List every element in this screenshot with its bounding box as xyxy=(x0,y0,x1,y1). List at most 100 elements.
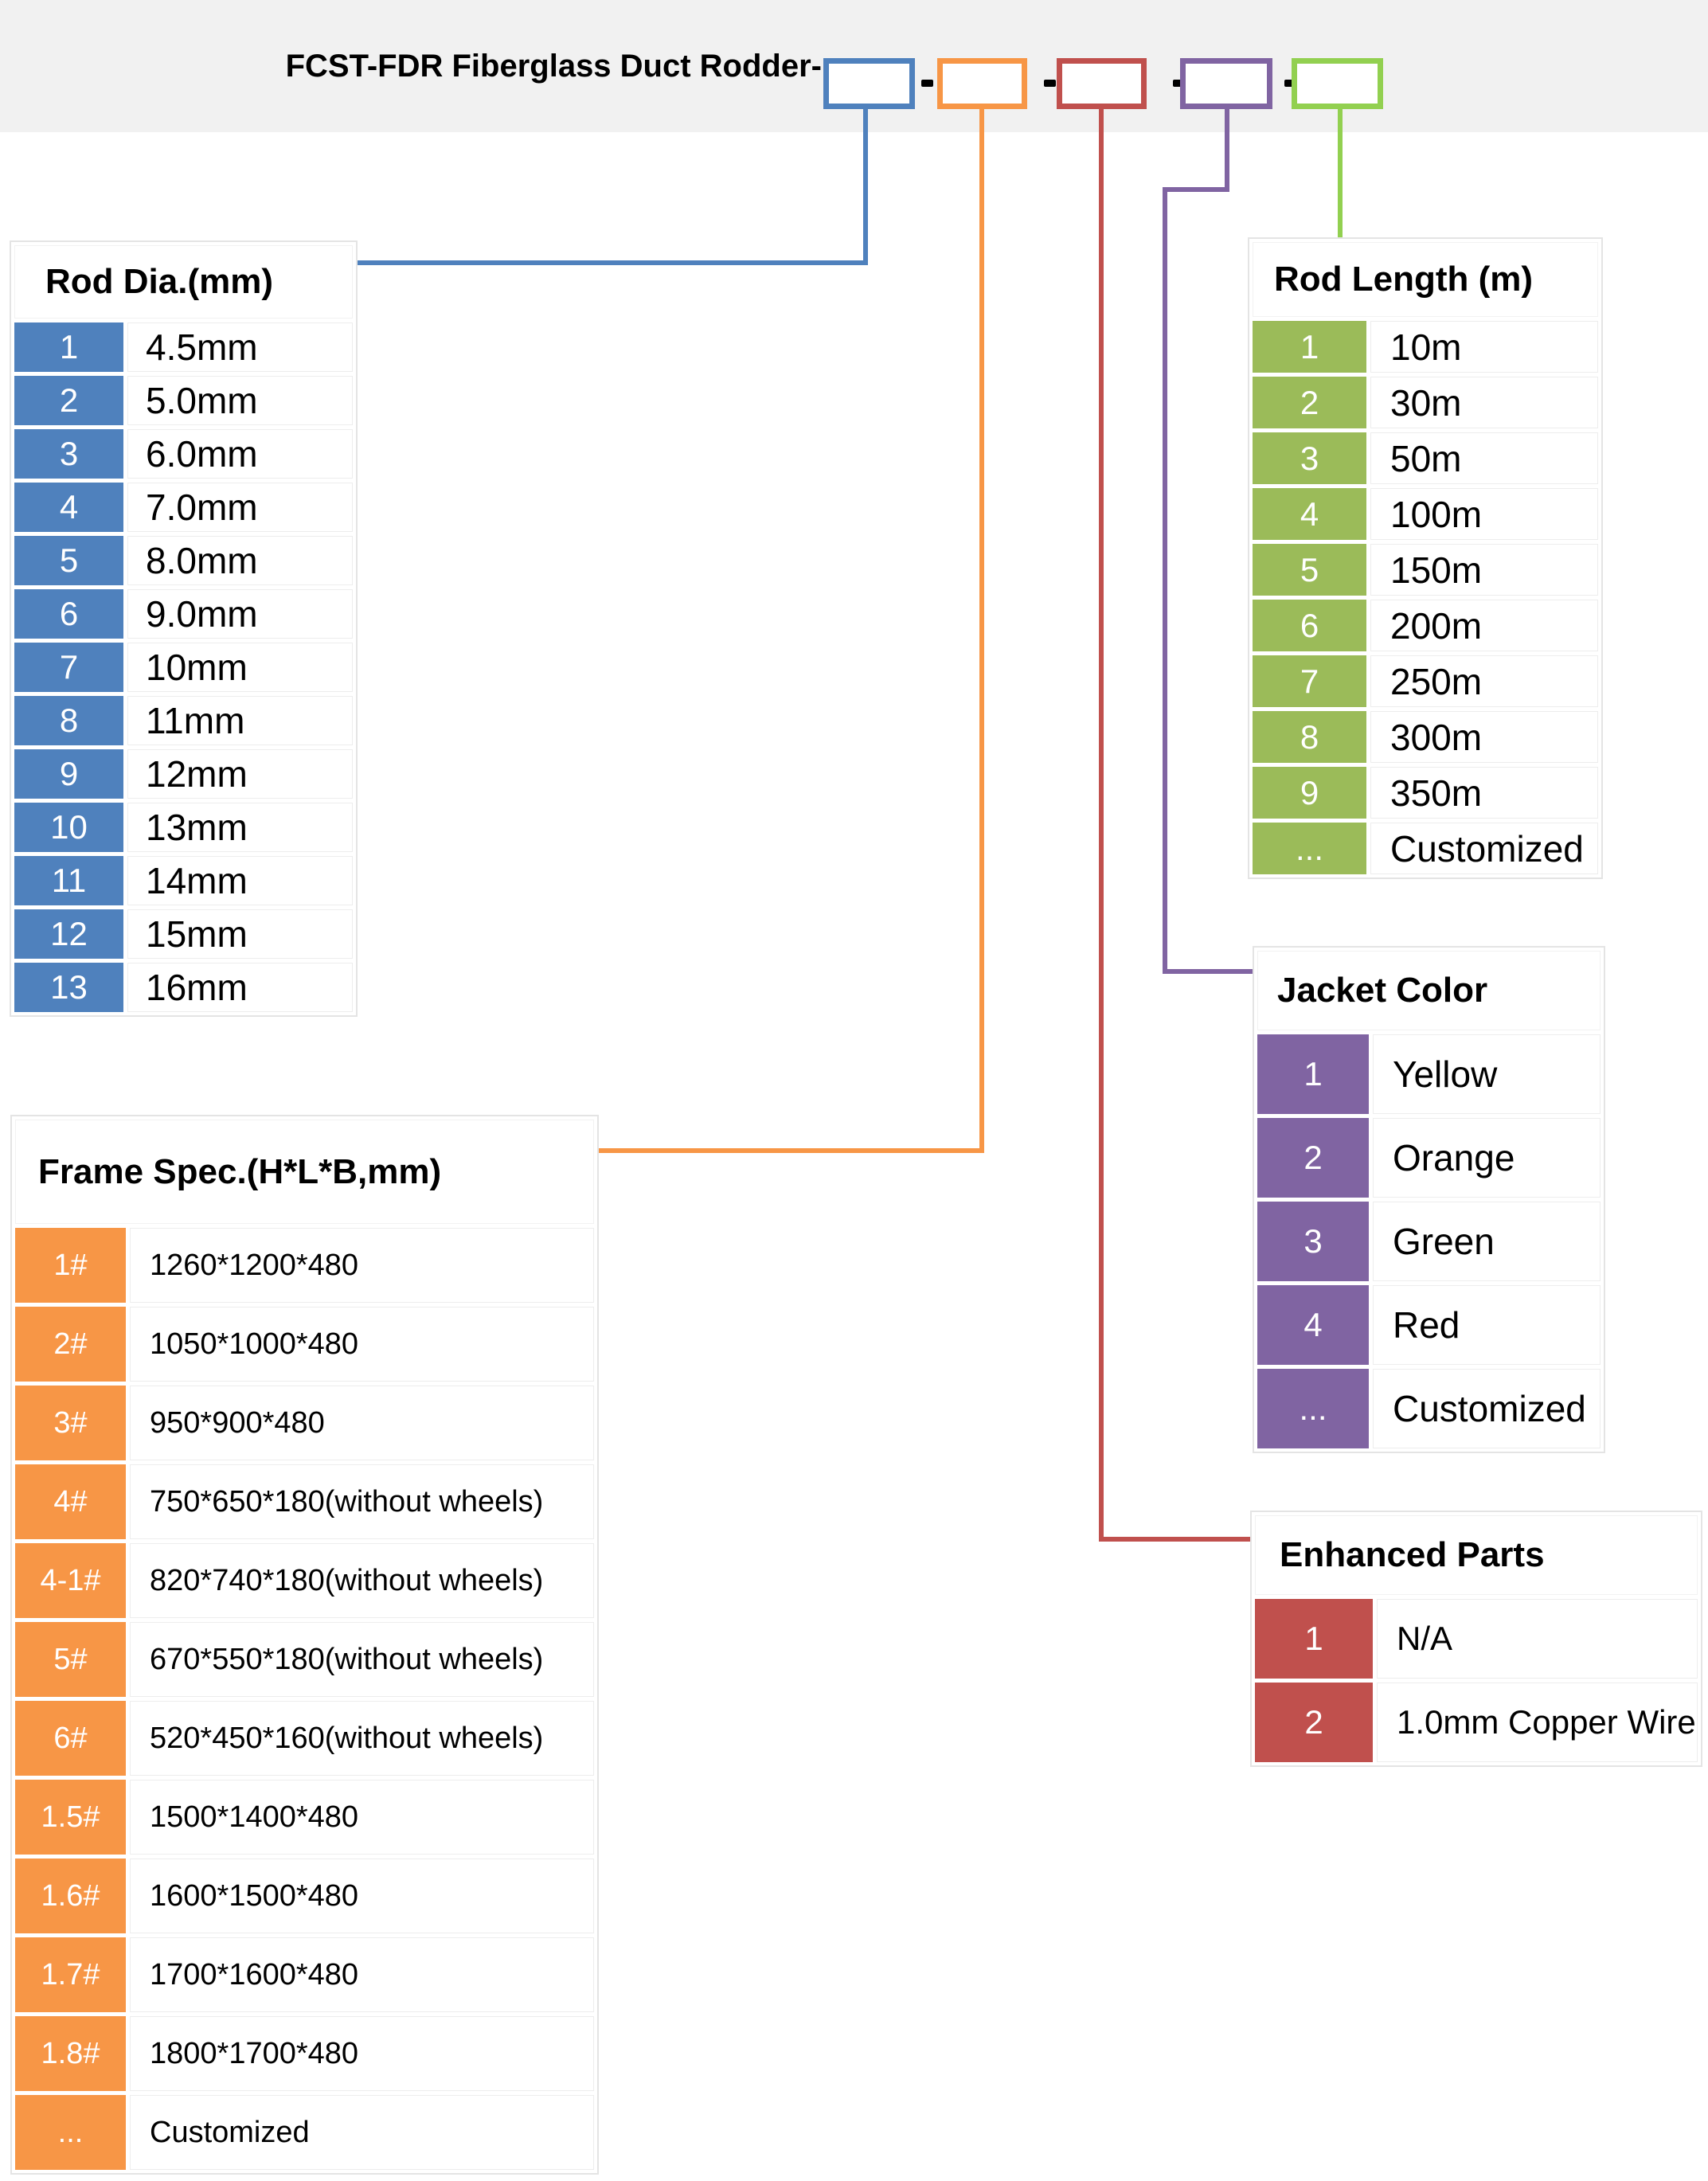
jacket-color-value-cell: Yellow xyxy=(1373,1034,1601,1114)
frame-spec-row: 3#950*900*480 xyxy=(15,1386,594,1460)
connector-rod-dia-vertical xyxy=(863,109,868,265)
frame-spec-row: 1.8#1800*1700*480 xyxy=(15,2016,594,2091)
connector-jacket-jog xyxy=(1163,187,1229,192)
rod-dia-value-cell: 12mm xyxy=(127,749,353,799)
rod-dia-code-cell: 9 xyxy=(14,749,123,799)
frame-spec-value-cell: 670*550*180(without wheels) xyxy=(130,1622,594,1697)
frame-spec-code-cell: 1# xyxy=(15,1228,126,1303)
frame-spec-value-cell: 1050*1000*480 xyxy=(130,1307,594,1382)
code-box-rod-length xyxy=(1292,58,1383,109)
rod-dia-value-cell: 16mm xyxy=(127,963,353,1012)
rod-length-code-cell: ... xyxy=(1253,823,1366,874)
rod-dia-value-cell: 11mm xyxy=(127,696,353,745)
dash-separator xyxy=(1044,80,1056,87)
rod-dia-value-cell: 5.0mm xyxy=(127,376,353,425)
frame-spec-value-cell: 1260*1200*480 xyxy=(130,1228,594,1303)
enhanced-parts-header: Enhanced Parts xyxy=(1255,1515,1698,1595)
jacket-color-code-cell: 2 xyxy=(1257,1118,1369,1198)
jacket-color-code-cell: 3 xyxy=(1257,1202,1369,1281)
connector-frame-spec-horizontal xyxy=(599,1148,984,1153)
code-box-jacket-color xyxy=(1180,58,1272,109)
rod-length-value-cell: 10m xyxy=(1370,321,1598,373)
rod-length-value-cell: 30m xyxy=(1370,377,1598,428)
rod-length-value-cell: 50m xyxy=(1370,432,1598,484)
frame-spec-code-cell: 1.7# xyxy=(15,1937,126,2012)
rod-length-value-cell: 150m xyxy=(1370,544,1598,596)
rod-dia-value-cell: 14mm xyxy=(127,856,353,905)
rod-dia-value-cell: 15mm xyxy=(127,909,353,959)
rod-dia-code-cell: 11 xyxy=(14,856,123,905)
rod-dia-code-cell: 6 xyxy=(14,589,123,639)
frame-spec-code-cell: 1.6# xyxy=(15,1859,126,1933)
rod-dia-value-cell: 9.0mm xyxy=(127,589,353,639)
code-box-frame-spec xyxy=(937,58,1027,109)
code-box-enhanced-parts xyxy=(1057,58,1147,109)
rod-length-code-cell: 1 xyxy=(1253,321,1366,373)
rod-dia-code-cell: 3 xyxy=(14,429,123,479)
frame-spec-value-cell: 950*900*480 xyxy=(130,1386,594,1460)
dash-separator xyxy=(921,80,933,87)
jacket-color-value-cell: Red xyxy=(1373,1285,1601,1365)
rod-length-code-cell: 2 xyxy=(1253,377,1366,428)
rod-length-value-cell: Customized xyxy=(1370,823,1598,874)
rod-dia-value-cell: 6.0mm xyxy=(127,429,353,479)
rod-dia-code-cell: 10 xyxy=(14,803,123,852)
frame-spec-row: 1.6#1600*1500*480 xyxy=(15,1859,594,1933)
frame-spec-row: 4#750*650*180(without wheels) xyxy=(15,1464,594,1539)
connector-rod-length-vertical xyxy=(1338,109,1343,237)
rod-length-value-cell: 100m xyxy=(1370,488,1598,540)
jacket-color-value-cell: Customized xyxy=(1373,1369,1601,1448)
rod-dia-code-cell: 1 xyxy=(14,322,123,372)
rod-length-code-cell: 7 xyxy=(1253,655,1366,707)
enhanced-parts-value-cell: 1.0mm Copper Wire xyxy=(1377,1683,1698,1762)
frame-spec-code-cell: 1.5# xyxy=(15,1780,126,1855)
frame-spec-row: 5#670*550*180(without wheels) xyxy=(15,1622,594,1697)
code-box-rod-dia xyxy=(823,58,915,109)
jacket-color-code-cell: ... xyxy=(1257,1369,1369,1448)
connector-jacket-horizontal xyxy=(1163,969,1254,974)
rod-dia-code-cell: 8 xyxy=(14,696,123,745)
jacket-color-value-cell: Green xyxy=(1373,1202,1601,1281)
frame-spec-value-cell: 820*740*180(without wheels) xyxy=(130,1543,594,1618)
rod-dia-value-cell: 7.0mm xyxy=(127,483,353,532)
frame-spec-code-cell: 3# xyxy=(15,1386,126,1460)
rod-dia-code-cell: 13 xyxy=(14,963,123,1012)
frame-spec-code-cell: 5# xyxy=(15,1622,126,1697)
dash-separator xyxy=(1173,80,1185,87)
rod-length-value-cell: 300m xyxy=(1370,711,1598,763)
frame-spec-value-cell: 520*450*160(without wheels) xyxy=(130,1701,594,1776)
rod-length-value-cell: 350m xyxy=(1370,767,1598,819)
connector-jacket-vertical-upper xyxy=(1225,109,1229,192)
connector-jacket-vertical-lower xyxy=(1163,187,1167,974)
frame-spec-row: 4-1#820*740*180(without wheels) xyxy=(15,1543,594,1618)
rod-length-code-cell: 6 xyxy=(1253,600,1366,651)
frame-spec-value-cell: 1500*1400*480 xyxy=(130,1780,594,1855)
